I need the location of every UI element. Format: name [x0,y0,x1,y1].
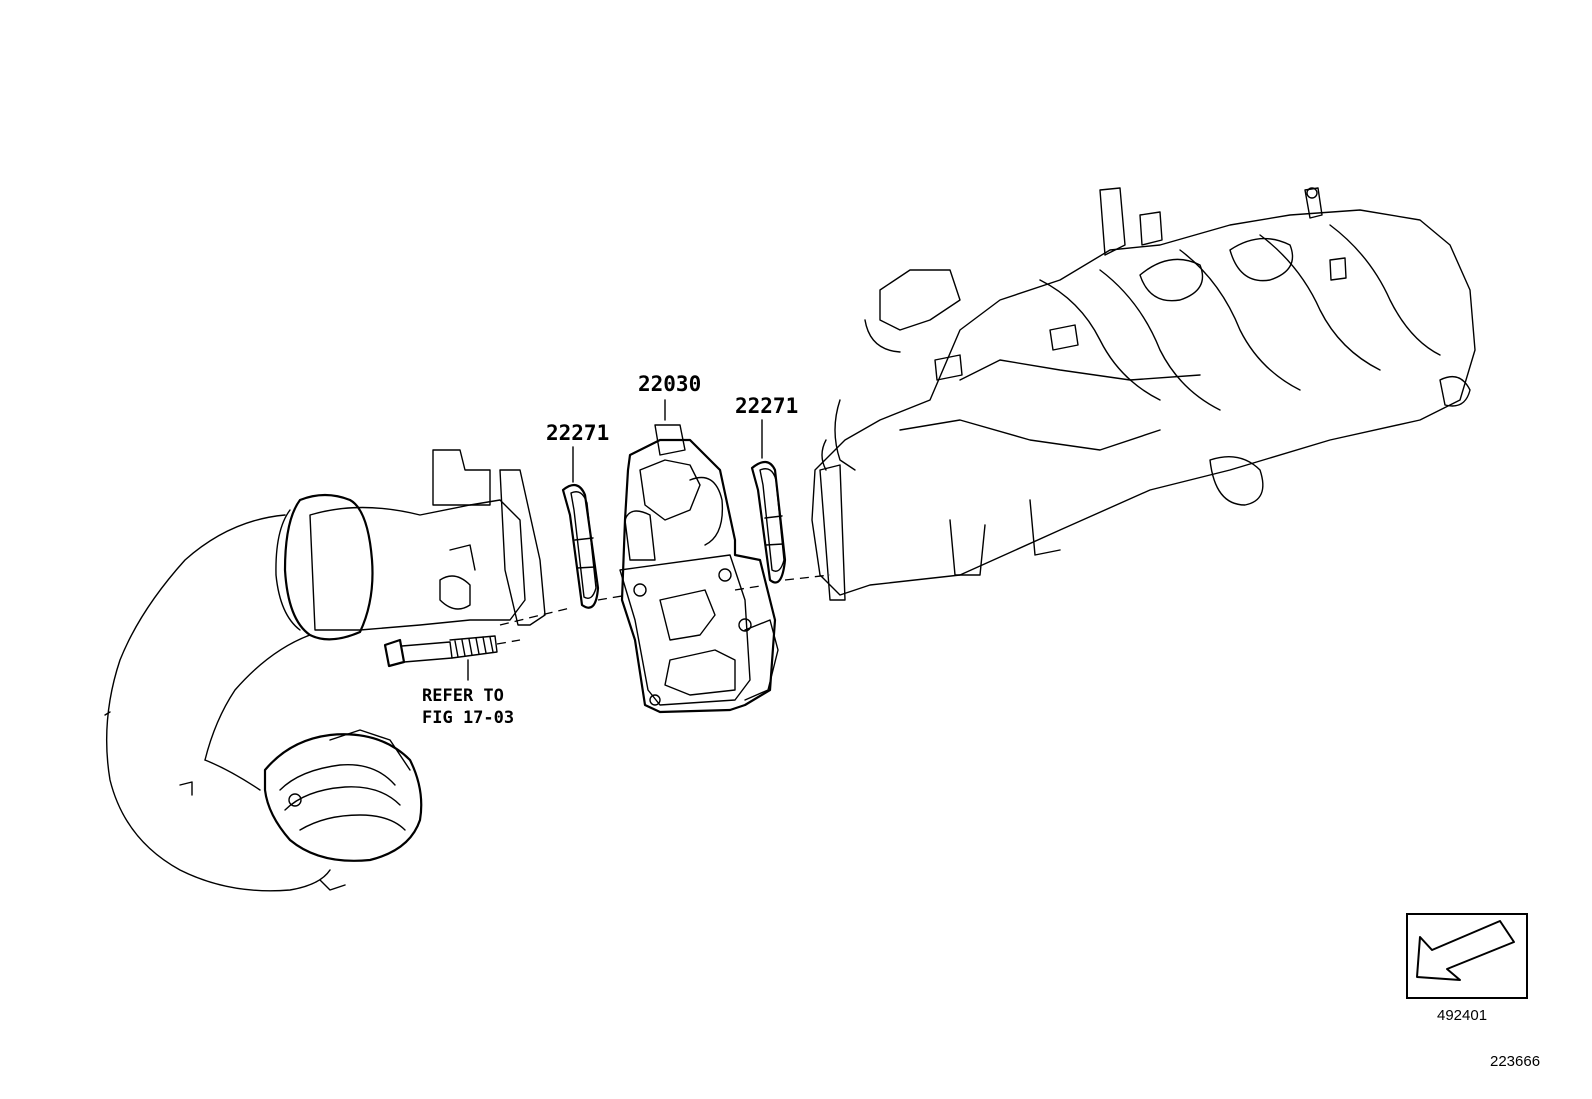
air-inlet-duct [104,449,546,892]
refer-note-line1: REFER TO [422,686,504,706]
gasket-right [750,460,787,584]
gasket-left [561,483,600,609]
assembly-centerline [496,574,831,645]
refer-note-line2[interactable]: FIG 17-03 [422,708,514,728]
part-label-22271-right[interactable]: 22271 [735,394,798,418]
part-label-22030[interactable]: 22030 [638,372,701,396]
bolt [383,635,498,681]
orientation-box [1406,913,1528,999]
orientation-code: 492401 [1437,1007,1487,1024]
throttle-body [619,399,779,714]
leader-lines [572,419,763,483]
intake-manifold [811,187,1476,601]
part-label-22271-left[interactable]: 22271 [546,421,609,445]
figure-id: 223666 [1490,1053,1540,1070]
orientation-arrow-icon [1416,920,1515,981]
